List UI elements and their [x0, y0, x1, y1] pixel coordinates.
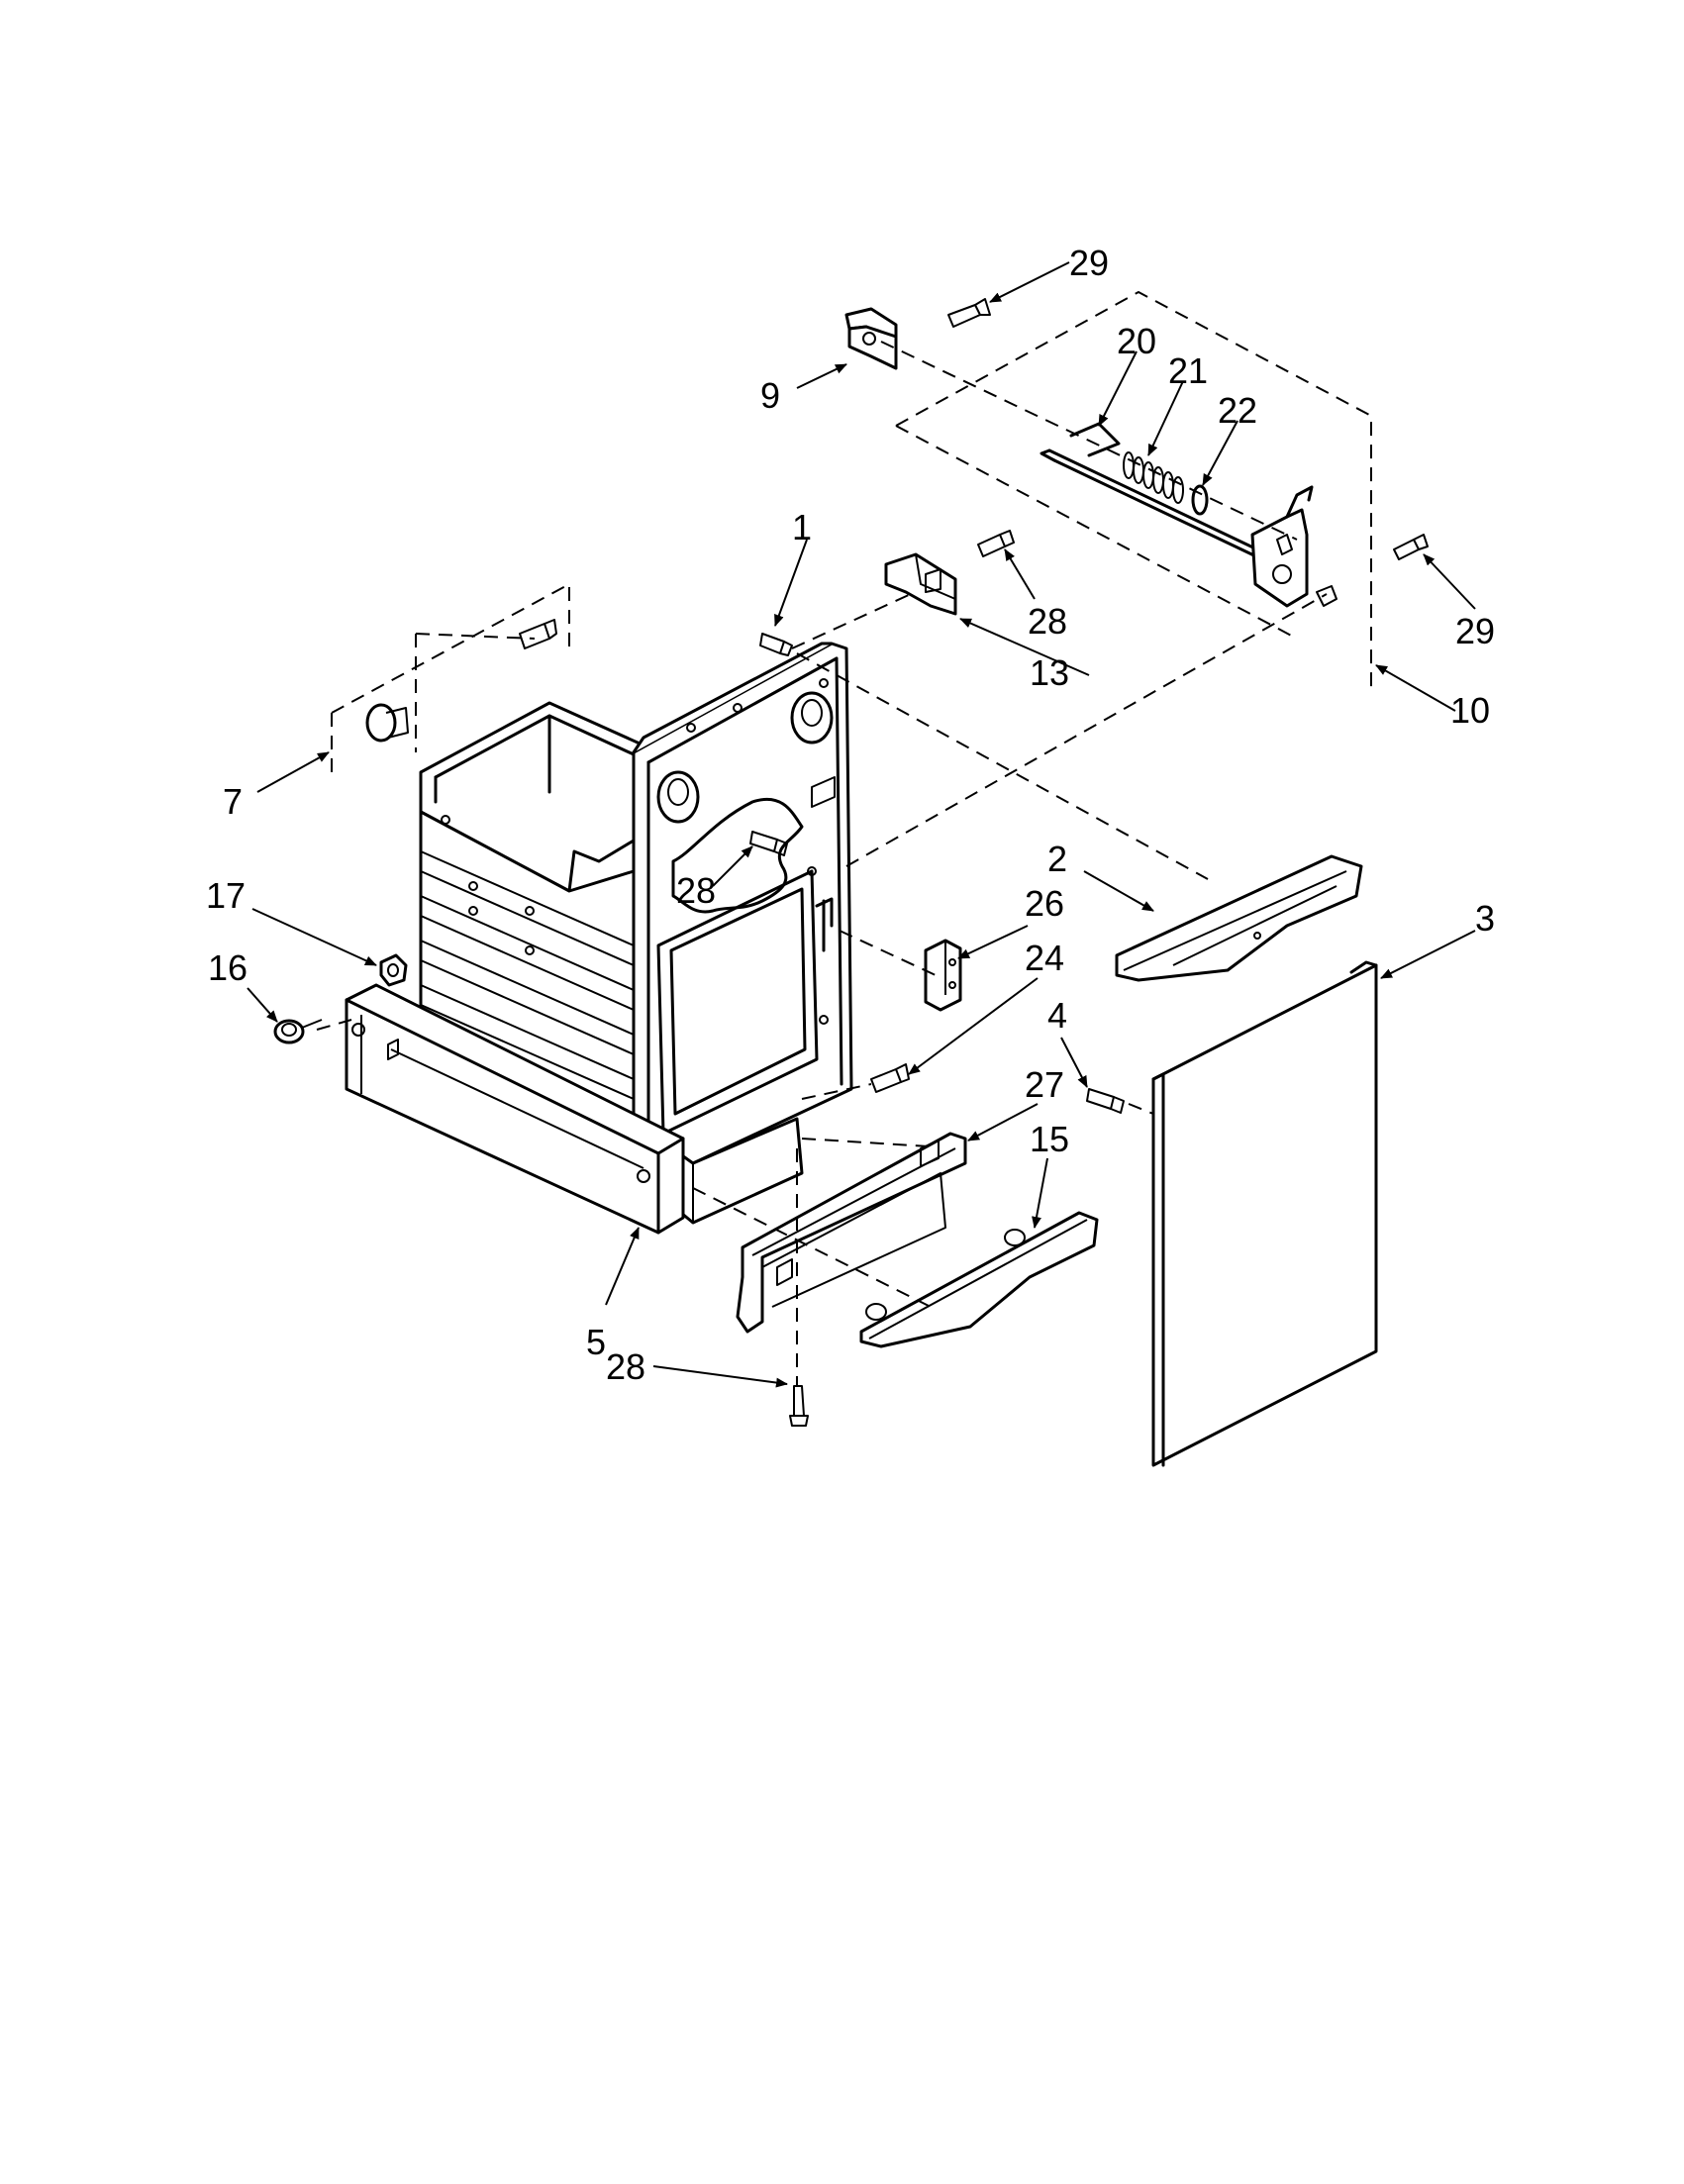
callout-labels: 29 9 20 21 22 1 28 29 13 10 7 28 2 3 26 … — [206, 243, 1495, 1387]
washer-part-22 — [1191, 484, 1209, 516]
callout-5: 5 — [586, 1322, 606, 1362]
callout-4: 4 — [1047, 995, 1067, 1036]
callout-16: 16 — [208, 947, 248, 988]
nut-part-17 — [379, 953, 408, 987]
toe-plate-part-15 — [859, 1211, 1099, 1348]
screw-part-28-middle — [749, 831, 788, 856]
callout-20: 20 — [1117, 321, 1156, 361]
bracket-part-13 — [884, 552, 957, 616]
callout-29-right: 29 — [1455, 611, 1495, 651]
callout-21: 21 — [1168, 350, 1208, 391]
screw-part-1 — [759, 633, 793, 656]
callout-2: 2 — [1047, 839, 1067, 879]
screw-part-29-top — [947, 298, 991, 328]
screw-part-7-box — [519, 619, 557, 649]
side-panel-part-3 — [1151, 960, 1378, 1467]
callout-28-middle: 28 — [676, 870, 716, 911]
callout-28-bottom: 28 — [606, 1346, 645, 1387]
callout-27: 27 — [1025, 1064, 1064, 1105]
callout-1: 1 — [792, 507, 812, 547]
base-rail-part-5 — [345, 983, 685, 1235]
screw-part-4 — [1086, 1088, 1125, 1114]
callout-29-top: 29 — [1069, 243, 1109, 283]
callout-13: 13 — [1030, 652, 1069, 693]
screw-part-29-right — [1393, 534, 1429, 560]
callout-15: 15 — [1030, 1119, 1069, 1159]
top-trim-part-2 — [1115, 854, 1363, 982]
fastener-part-7 — [365, 703, 409, 743]
alignment-lines — [316, 341, 1328, 1386]
assembly-10-dashed-outline — [895, 290, 1372, 693]
callout-9: 9 — [760, 375, 780, 416]
callout-24: 24 — [1025, 938, 1064, 978]
leveling-foot-part-16 — [273, 1019, 323, 1044]
screw-part-28-bottom — [789, 1385, 809, 1427]
callout-28-upper: 28 — [1028, 601, 1067, 642]
callout-10: 10 — [1450, 690, 1490, 731]
callout-26: 26 — [1025, 883, 1064, 924]
screw-part-28-upper — [977, 530, 1015, 557]
leader-arrows — [247, 261, 1476, 1388]
callout-22: 22 — [1218, 390, 1257, 431]
assembly-7-dashed-outline — [331, 582, 570, 772]
callout-17: 17 — [206, 875, 246, 916]
clip-part-26 — [924, 939, 962, 1012]
callout-3: 3 — [1475, 898, 1495, 939]
hinge-bracket-part-9 — [844, 307, 898, 370]
hinge-rod-assembly — [1040, 422, 1337, 608]
screw-part-24 — [870, 1063, 910, 1093]
spring-part-21 — [1123, 451, 1184, 504]
callout-7: 7 — [223, 781, 243, 822]
toe-kick-bracket-part-27 — [736, 1132, 967, 1334]
